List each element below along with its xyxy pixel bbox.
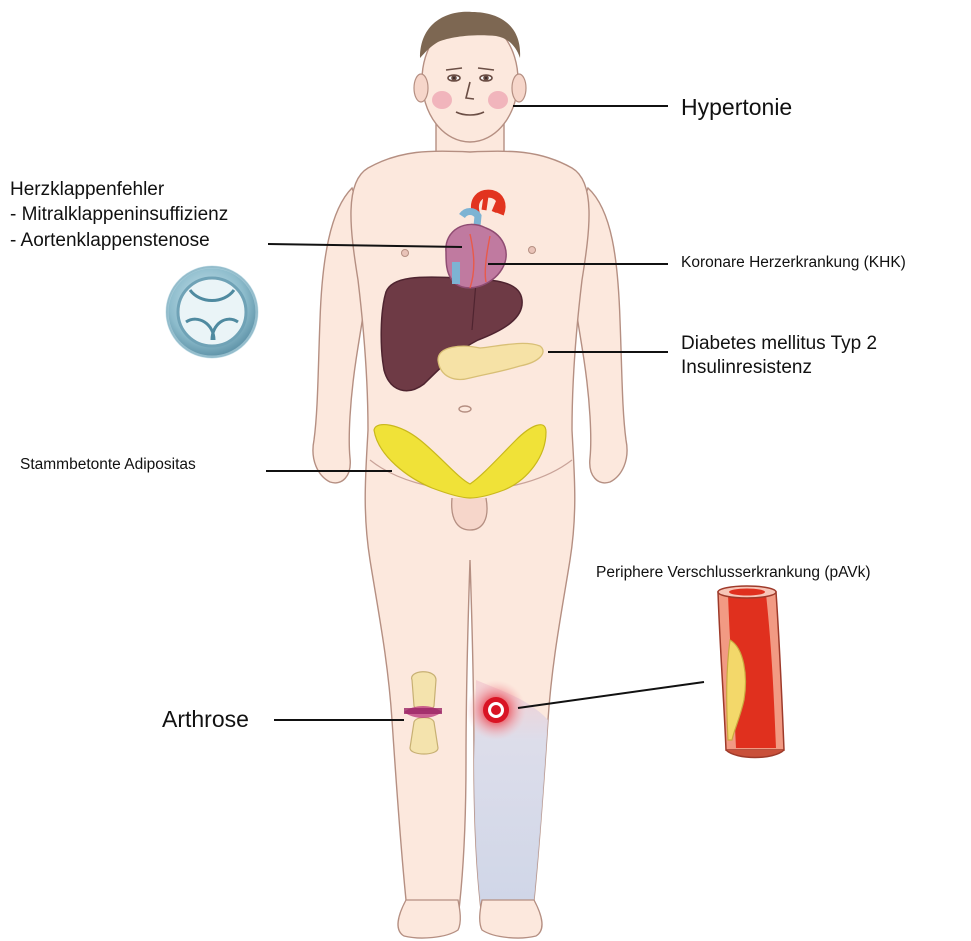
label-pavk: Periphere Verschlusserkrankung (pAVk) (596, 564, 871, 583)
label-herzklappen-title: Herzklappenfehler (10, 177, 228, 202)
label-hypertonie: Hypertonie (681, 94, 792, 122)
flushed-cheek-right (488, 91, 508, 109)
label-diabetes-typ2: Diabetes mellitus Typ 2 (681, 332, 877, 356)
feet (398, 900, 542, 938)
label-herzklappenfehler: Herzklappenfehler - Mitralklappeninsuffi… (10, 177, 228, 253)
label-arthrose: Arthrose (162, 706, 249, 734)
pain-spot-icon (466, 680, 526, 740)
label-mitralklappeninsuffizienz: - Mitralklappeninsuffizienz (10, 202, 228, 227)
flushed-cheek-left (432, 91, 452, 109)
artery-cross-section-icon (718, 586, 784, 758)
label-diabetes: Diabetes mellitus Typ 2 Insulinresistenz (681, 332, 877, 380)
label-stammbetonte-adipositas: Stammbetonte Adipositas (20, 456, 196, 475)
label-insulinresistenz: Insulinresistenz (681, 356, 877, 380)
label-khk: Koronare Herzerkrankung (KHK) (681, 254, 906, 273)
label-aortenklappenstenose: - Aortenklappenstenose (10, 228, 228, 253)
heart-valve-icon (167, 267, 257, 357)
